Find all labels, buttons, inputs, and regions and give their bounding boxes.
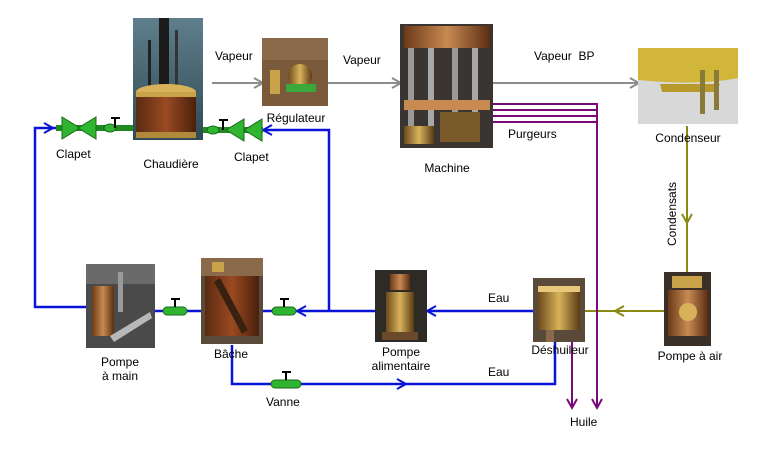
clapet-left-valve-icon — [56, 116, 133, 140]
pompe-alimentaire-label-line1: Pompe — [381, 345, 421, 359]
condenseur-label: Condenseur — [655, 131, 721, 145]
condensate-line-condenseur-pompe-air — [681, 126, 693, 272]
steam-line-machine-condenseur — [493, 77, 642, 89]
pompe-alimentaire-label-line2: alimentaire — [371, 359, 431, 373]
purge-lines — [493, 103, 603, 411]
pompe-main-valve-icon — [162, 298, 188, 316]
flow-label-eau-1: Eau — [488, 291, 510, 305]
machine-label: Machine — [424, 161, 470, 175]
deshuileur-label: Déshuileur — [531, 343, 589, 357]
vanne-label: Vanne — [266, 395, 300, 409]
regulateur-label: Régulateur — [266, 111, 326, 125]
pompe-main-label-line2: à main — [101, 369, 139, 383]
bache-valve-icon — [271, 298, 297, 316]
machine-photo — [400, 24, 493, 148]
clapet-right-valve-icon — [203, 118, 263, 142]
water-line-feed-to-chaudiere — [260, 124, 331, 311]
clapet-right-label: Clapet — [234, 150, 269, 164]
pompe-air-label: Pompe à air — [657, 349, 723, 363]
oil-drain-line — [566, 342, 578, 411]
flow-label-vapeur-bp: Vapeur BP — [534, 49, 595, 63]
water-line-bypass-vanne — [230, 342, 557, 390]
pompe-main-label-line1: Pompe — [100, 355, 140, 369]
bache-photo — [201, 258, 263, 344]
deshuileur-photo — [533, 278, 585, 342]
regulateur-photo — [262, 38, 328, 106]
water-line-deshuileur-pompe-alim — [424, 305, 533, 317]
flow-label-vapeur-1: Vapeur — [215, 49, 253, 63]
pompe-main-photo — [86, 264, 155, 348]
vanne-valve-icon — [270, 371, 302, 389]
chaudiere-label: Chaudière — [143, 157, 199, 171]
condenseur-photo — [638, 48, 738, 124]
pompe-air-photo — [664, 272, 711, 346]
chaudiere-photo — [133, 18, 203, 140]
flow-label-purgeurs: Purgeurs — [508, 127, 557, 141]
flow-label-vapeur-2: Vapeur — [343, 53, 381, 67]
flow-label-eau-2: Eau — [488, 365, 510, 379]
steam-line-regulateur-machine — [327, 77, 404, 89]
flow-label-huile: Huile — [570, 415, 598, 429]
flow-label-condensats: Condensats — [665, 181, 679, 246]
pompe-alimentaire-photo — [375, 270, 427, 342]
steam-line-chaudiere-regulateur — [212, 77, 266, 89]
clapet-left-label: Clapet — [56, 147, 91, 161]
bache-label: Bâche — [213, 347, 249, 361]
